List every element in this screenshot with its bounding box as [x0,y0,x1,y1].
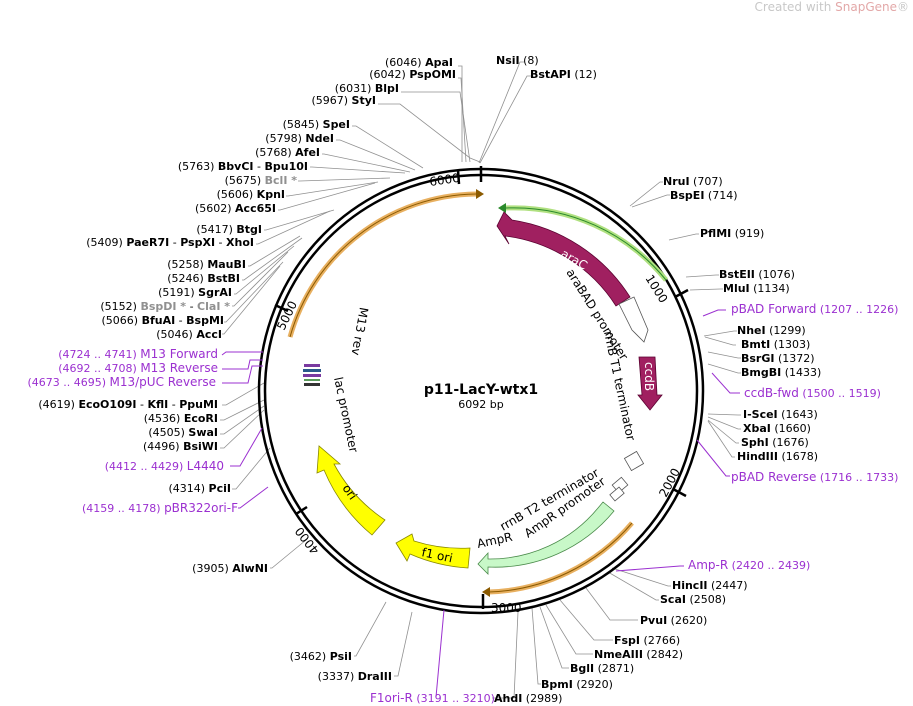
site-label[interactable]: (5768) AfeI [255,146,320,159]
lac-feature-cluster [303,364,321,386]
site-label[interactable]: MluI (1134) [723,282,790,295]
site-label[interactable]: PvuI (2620) [640,614,707,627]
primer-label[interactable]: (4159 .. 4178) pBR322ori-F [82,501,238,515]
site-label[interactable]: (5152) BspDI * - ClaI * [100,300,230,313]
site-label[interactable]: BstAPI (12) [530,68,597,81]
site-label[interactable]: (5798) NdeI [265,132,334,145]
feature-AmpR[interactable] [477,501,615,575]
primer-label[interactable]: F1ori-R (3191 .. 3210) [370,691,495,705]
site-label[interactable]: (5763) BbvCI - Bpu10I [178,160,308,173]
watermark: Created with SnapGene® [755,0,909,14]
site-label[interactable]: XbaI (1660) [743,422,811,435]
site-label[interactable]: SphI (1676) [741,436,809,449]
site-label[interactable]: (5845) SpeI [283,118,350,131]
site-label[interactable]: BpmI (2920) [541,678,613,691]
site-label[interactable]: (6031) BlpI [335,82,399,95]
feature-ccdB[interactable] [637,356,663,411]
primer-leaders [221,309,740,698]
site-label[interactable]: (4505) SwaI [148,426,218,439]
primer-label[interactable]: pBAD Forward (1207 .. 1226) [731,302,898,316]
site-label[interactable]: (5409) PaeR7I - PspXI - XhoI [86,236,254,249]
tick-label-3000: 3000 [491,601,522,615]
site-label[interactable]: BglI (2871) [570,662,634,675]
site-labels: (6046) ApaI(6042) PspOMI(6031) BlpI(5967… [38,54,821,705]
primer-label[interactable]: (4412 .. 4429) L4440 [105,459,224,473]
feature-arcs [287,189,668,597]
site-label[interactable]: (5046) AccI [156,328,222,341]
site-label[interactable]: (6042) PspOMI [369,68,456,81]
site-label[interactable]: NmeAIII (2842) [594,648,683,661]
primer-label[interactable]: ccdB-fwd (1500 .. 1519) [744,386,881,400]
site-label[interactable]: (5258) MauBI [167,258,246,271]
feature-label-f1-ori: f1 ori [420,545,454,565]
primer-label[interactable]: Amp-R (2420 .. 2439) [688,558,810,572]
site-label[interactable]: (3337) DraIII [318,670,392,683]
site-label[interactable]: HincII (2447) [672,579,748,592]
site-label[interactable]: BsrGI (1372) [741,352,815,365]
plasmid-name: p11-LacY-wtx1 [424,382,538,398]
site-label[interactable]: AhdI (2989) [494,692,562,705]
primer-label[interactable]: pBAD Reverse (1716 .. 1733) [731,470,898,484]
site-label[interactable]: (5417) BtgI [196,223,262,236]
site-label[interactable]: (5191) SgrAI [158,286,232,299]
site-label[interactable]: BspEI (714) [670,189,738,202]
tick-label-2000: 2000 [656,466,683,500]
site-label[interactable]: (4496) BsiWI [143,440,218,453]
site-label[interactable]: (3462) PsiI [290,650,352,663]
feature-small-box-2 [609,486,625,502]
site-label[interactable]: (5967) StyI [311,94,376,107]
site-label[interactable]: BmgBI (1433) [741,366,821,379]
feature-araC[interactable] [496,211,631,307]
feature-label-ccdB: ccdB [642,362,656,391]
feature-araBAD-promoter[interactable] [618,296,649,343]
site-label[interactable]: PflMI (919) [700,227,764,240]
site-label[interactable]: (6046) ApaI [385,56,453,69]
site-leader-lines [220,61,741,699]
feature-ori[interactable] [316,445,386,536]
site-label[interactable]: (5066) BfuAI - BspMI [101,314,224,327]
primer-label[interactable]: (4673 .. 4695) M13/pUC Reverse [27,375,216,389]
primer-labels: (4724 .. 4741) M13 Forward(4692 .. 4708)… [27,302,898,705]
site-label[interactable]: NruI (707) [663,175,723,188]
site-label[interactable]: (4536) EcoRI [144,412,218,425]
feature-rrnB-T1-terminator[interactable] [623,450,645,472]
site-label[interactable]: I-SceI (1643) [743,408,818,421]
site-label[interactable]: (4314) PciI [168,482,231,495]
feature-f1-ori[interactable] [395,533,471,569]
site-label[interactable]: HindIII (1678) [737,450,818,463]
site-label[interactable]: ScaI (2508) [660,593,726,606]
site-label[interactable]: NsiI (8) [496,54,539,67]
feature-label-M13-rev: M13 rev [349,306,371,356]
feature-label-lac-promoter: lac promoter [331,376,361,454]
primer-label[interactable]: (4692 .. 4708) M13 Reverse [58,361,218,375]
watermark-mark: ® [897,0,909,14]
watermark-prefix: Created with [754,0,836,14]
site-label[interactable]: (5675) BclI * [225,174,298,187]
primer-label[interactable]: (4724 .. 4741) M13 Forward [58,347,218,361]
site-label[interactable]: (3905) AlwNI [192,562,268,575]
site-label[interactable]: (5606) KpnI [217,188,285,201]
site-label[interactable]: BmtI (1303) [741,338,810,351]
site-label[interactable]: NheI (1299) [737,324,806,337]
site-label[interactable]: (4619) EcoO109I - KflI - PpuMI [38,398,218,411]
site-label[interactable]: BstEII (1076) [719,268,795,281]
site-label[interactable]: FspI (2766) [614,634,680,647]
tick-label-6000: 6000 [428,171,460,189]
site-label[interactable]: (5246) BstBI [167,272,240,285]
feature-small-box-1 [611,476,629,494]
scale-ticks [274,169,689,609]
watermark-brand: SnapGene [835,0,897,14]
plasmid-length: 6092 bp [458,398,503,411]
feature-label-AmpR: AmpR [476,530,514,551]
site-label[interactable]: (5602) Acc65I [195,202,276,215]
